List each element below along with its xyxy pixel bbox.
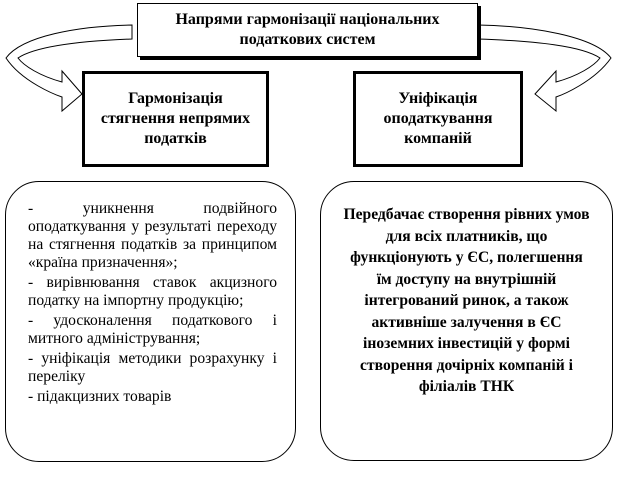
list-item: - уникнення подвійного оподаткування у р… bbox=[28, 200, 277, 271]
diagram-title-box: Напрями гармонізації національних податк… bbox=[137, 3, 478, 57]
company-taxation-box: Уніфікація оподаткування компаній bbox=[353, 71, 523, 167]
company-taxation-text: Передбачає створення рівних умов для всі… bbox=[343, 206, 590, 395]
list-item: - удосконалення податкового і митного ад… bbox=[28, 312, 277, 347]
diagram-title: Напрями гармонізації національних податк… bbox=[175, 11, 440, 48]
list-item: - підакцизних товарів bbox=[28, 388, 172, 405]
indirect-taxes-details: - уникнення подвійного оподаткування у р… bbox=[5, 181, 296, 462]
company-taxation-label: Уніфікація оподаткування компаній bbox=[383, 90, 493, 147]
indirect-taxes-label: Гармонізація стягнення непрямих податків bbox=[100, 90, 251, 147]
list-item: - уніфікація методики розрахунку і перел… bbox=[28, 350, 277, 385]
company-taxation-details: Передбачає створення рівних умов для всі… bbox=[320, 181, 613, 461]
list-item: - вирівнювання ставок акцизного податку … bbox=[28, 274, 277, 309]
indirect-taxes-list: - уникнення подвійного оподаткування у р… bbox=[28, 200, 277, 406]
indirect-taxes-box: Гармонізація стягнення непрямих податків bbox=[82, 71, 269, 167]
